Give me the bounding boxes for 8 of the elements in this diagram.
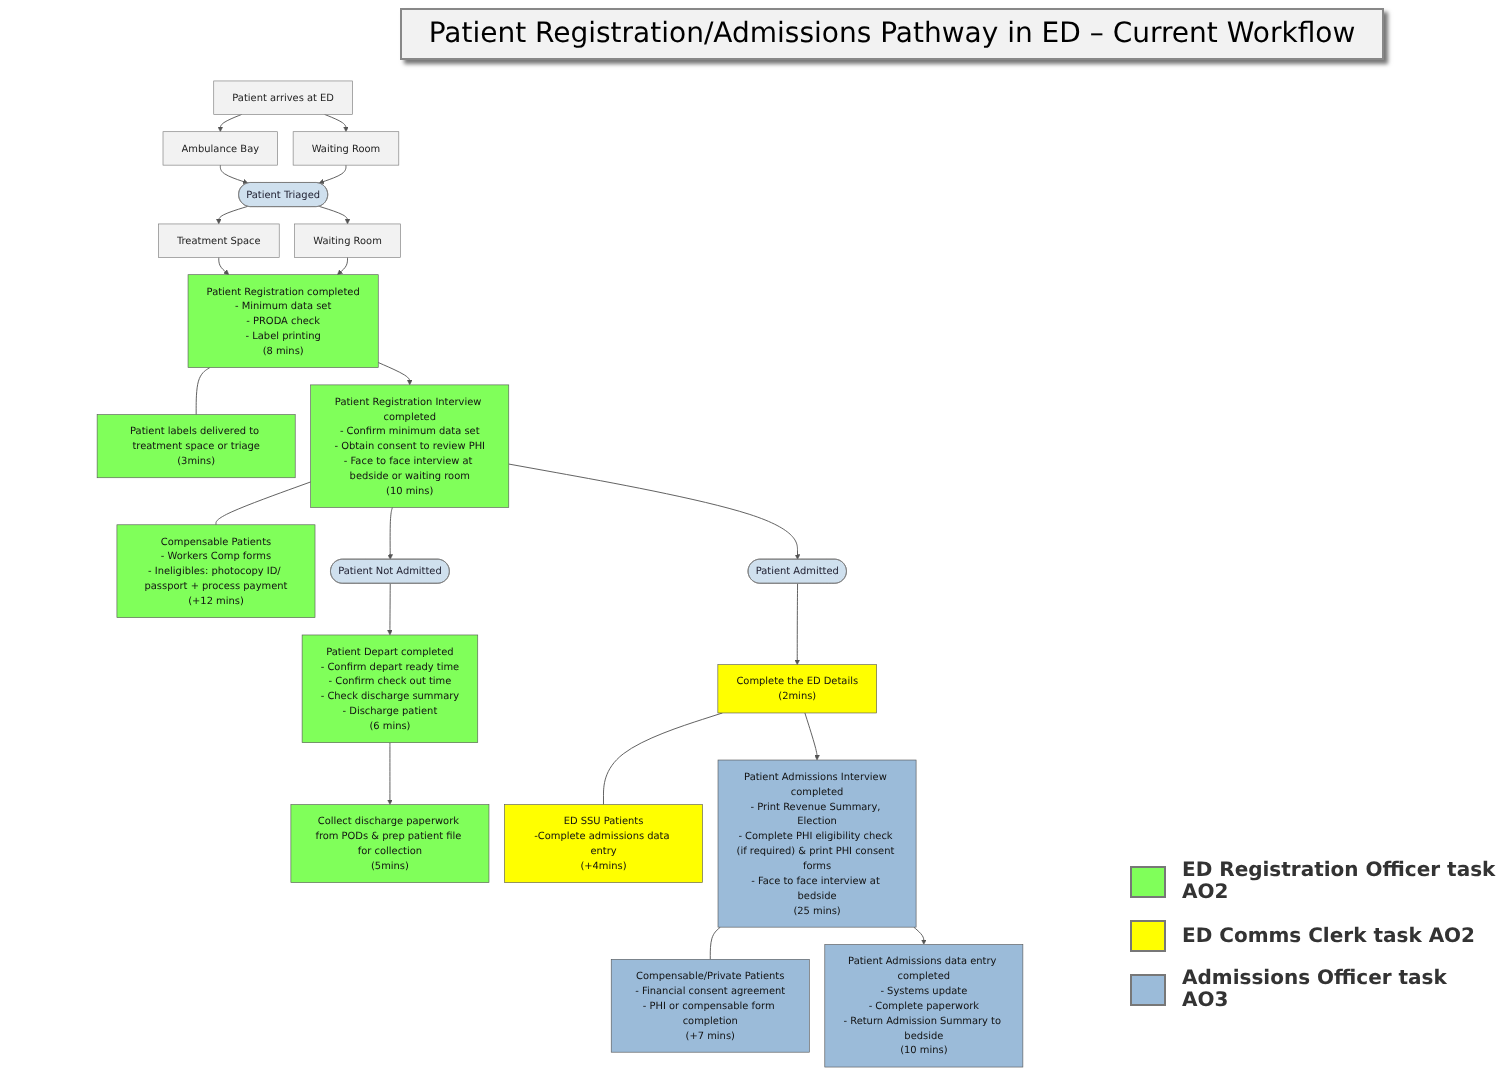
connector [709, 926, 721, 960]
connector [195, 367, 211, 416]
connector [603, 712, 723, 806]
legend-label: Admissions Officer task AO3 [1182, 968, 1449, 1012]
legend-label: ED Registration Officer task AO2 [1182, 860, 1498, 904]
connector [215, 481, 312, 526]
title: Patient Registration/Admissions Pathway in ED – Current Workflow [400, 8, 1384, 60]
legend-label: ED Comms Clerk task AO2 [1182, 925, 1476, 947]
